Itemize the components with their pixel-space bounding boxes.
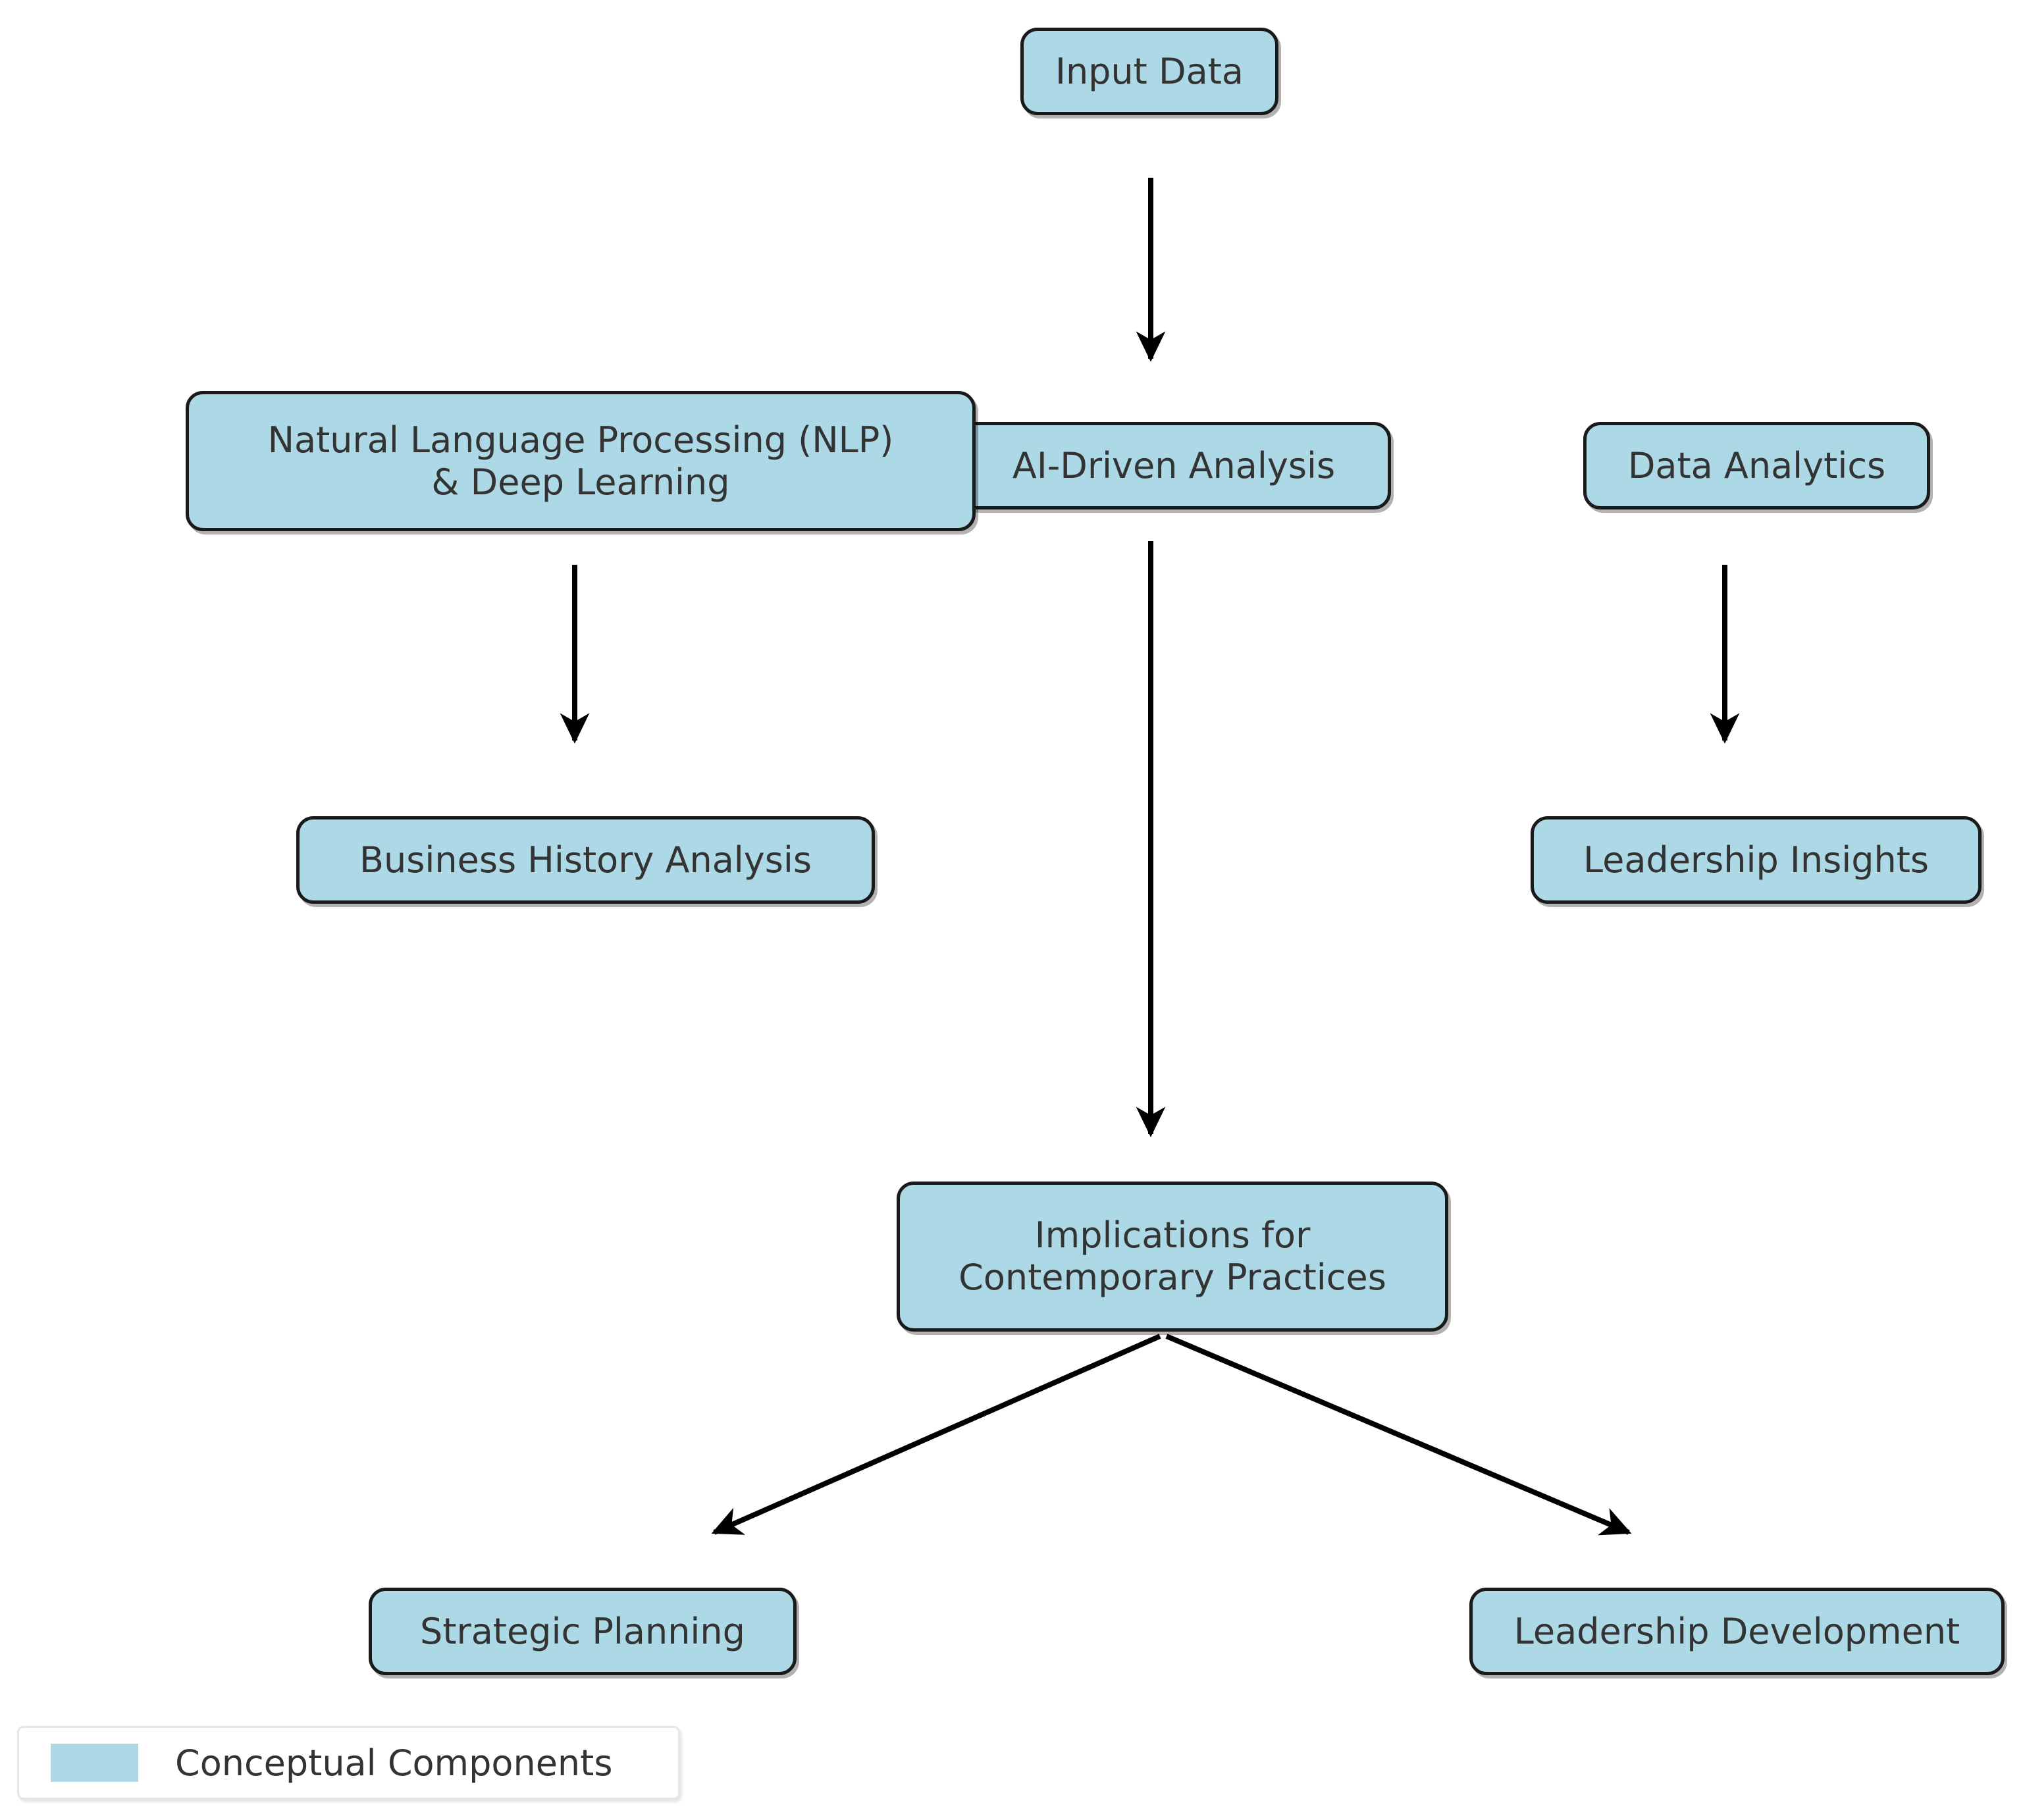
legend-label: Conceptual Components: [175, 1742, 613, 1784]
edge-implications-to-leadership_dev: [1165, 1334, 1632, 1536]
node-business-history-analysis[interactable]: Business History Analysis: [296, 816, 875, 904]
node-ai-driven-analysis[interactable]: AI-Driven Analysis: [957, 422, 1391, 509]
node-leadership-development[interactable]: Leadership Development: [1469, 1588, 2005, 1675]
legend-swatch-conceptual-components: [51, 1744, 138, 1782]
node-data-analytics[interactable]: Data Analytics: [1583, 422, 1930, 509]
edge-implications-to-strategic_planning: [711, 1334, 1161, 1535]
node-implications-contemporary-practices[interactable]: Implications for Contemporary Practices: [897, 1182, 1448, 1332]
node-input-data[interactable]: Input Data: [1020, 28, 1278, 115]
node-leadership-insights[interactable]: Leadership Insights: [1531, 816, 1982, 904]
node-nlp-deep-learning[interactable]: Natural Language Processing (NLP) & Deep…: [186, 391, 976, 531]
node-strategic-planning[interactable]: Strategic Planning: [369, 1588, 797, 1675]
legend: Conceptual Components: [17, 1726, 680, 1800]
